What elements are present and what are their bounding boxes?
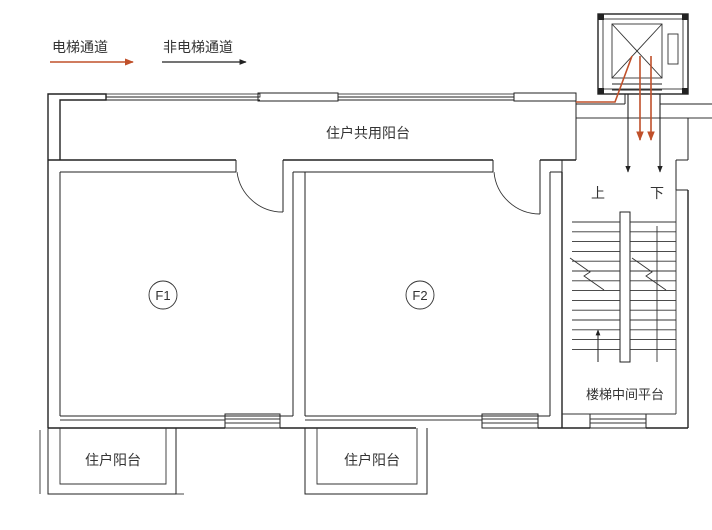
unit-f1-marker — [148, 280, 178, 310]
elevator-path-branch — [576, 55, 633, 103]
stair-up-label: 上 — [591, 185, 605, 201]
shared-balcony-label: 住户共用阳台 — [326, 125, 410, 141]
stair-down-label: 下 — [650, 185, 664, 201]
top-window-2 — [513, 92, 577, 102]
elevator-car — [611, 23, 663, 79]
staircase — [569, 211, 676, 363]
top-window-1 — [257, 92, 339, 102]
elevator-lobby-walls — [576, 94, 712, 119]
door-f1 — [236, 171, 284, 213]
legend-non-elevator-label: 非电梯通道 — [163, 39, 233, 55]
balcony-right — [304, 428, 428, 495]
bottom-window-f1 — [224, 413, 281, 429]
unit-f2-label: F2 — [412, 288, 427, 303]
balcony-right-label: 住户阳台 — [344, 452, 400, 468]
bottom-window-f2 — [481, 413, 539, 429]
balcony-left — [39, 428, 184, 495]
balcony-left-label: 住户阳台 — [85, 452, 141, 468]
elevator-counterweight — [667, 33, 679, 65]
unit-f1-label: F1 — [155, 288, 170, 303]
door-f2 — [493, 171, 541, 215]
landing-label: 楼梯中间平台 — [586, 387, 664, 402]
building-walls — [47, 92, 689, 429]
circulation-arrows — [576, 55, 663, 173]
legend-elevator-label: 电梯通道 — [52, 39, 108, 55]
stair-treads — [572, 221, 676, 350]
unit-f2-marker — [405, 280, 435, 310]
elevator-shaft — [597, 13, 689, 95]
legend: 电梯通道 非电梯通道 — [50, 39, 247, 66]
bottom-window-stair — [589, 413, 647, 429]
stair-center-wall — [619, 211, 631, 363]
